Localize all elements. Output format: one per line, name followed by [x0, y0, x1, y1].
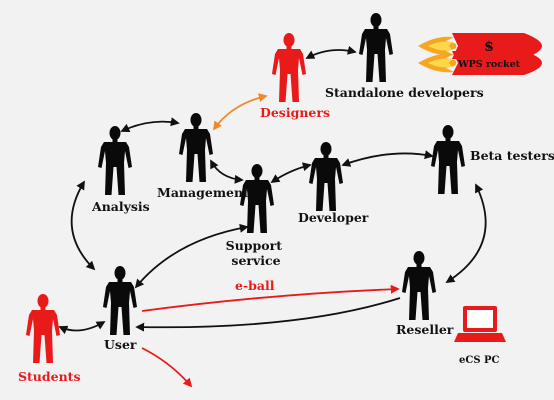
flow-management-support [210, 159, 244, 184]
flow-developer-beta [341, 150, 434, 167]
reseller-figure [402, 251, 436, 320]
user-figure [103, 266, 137, 335]
support-service-label-line1: Support [226, 238, 283, 253]
flow-analysis-management [120, 117, 180, 133]
support-service-label-line2: service [231, 253, 280, 268]
flow-beta-reseller [445, 183, 487, 283]
flow-designers-management [212, 93, 268, 131]
standalone-developers-figure [359, 13, 393, 82]
developer-label: Developer [298, 210, 369, 225]
standalone-developers-label: Standalone developers [325, 85, 484, 100]
flow-support-user [134, 223, 249, 289]
reseller-label: Reseller [396, 322, 454, 337]
analysis-figure [98, 126, 132, 195]
flow-arrows [58, 45, 487, 388]
flow-students-user [58, 321, 106, 335]
designers-figure [272, 33, 306, 102]
developer-figure [309, 142, 343, 211]
beta-testers-label: Beta testers [470, 148, 554, 163]
flow-eball [141, 284, 400, 312]
laptop-label: eCS PC [459, 355, 500, 366]
rocket-wps: WPS rocket [418, 51, 542, 75]
designers-label: Designers [260, 105, 330, 120]
flow-support-developer [270, 162, 312, 183]
flow-analysis-user [70, 180, 96, 271]
flow-designers-standalone [305, 45, 357, 59]
flow-reseller-user [135, 297, 401, 332]
beta-testers-figure [431, 125, 465, 194]
support-service-label: Support service [226, 238, 287, 268]
eball-label: e-ball [235, 278, 275, 293]
students-label: Students [18, 369, 80, 384]
laptop-icon [454, 306, 506, 342]
students-figure [26, 294, 60, 363]
management-figure [179, 113, 213, 182]
analysis-label: Analysis [91, 199, 150, 214]
flow-outflow [141, 347, 193, 388]
rocket-wps-text: WPS rocket [457, 59, 521, 70]
management-label: Management [157, 185, 249, 200]
user-label: User [104, 337, 137, 352]
rocket-dollar-text: $ [484, 39, 494, 55]
